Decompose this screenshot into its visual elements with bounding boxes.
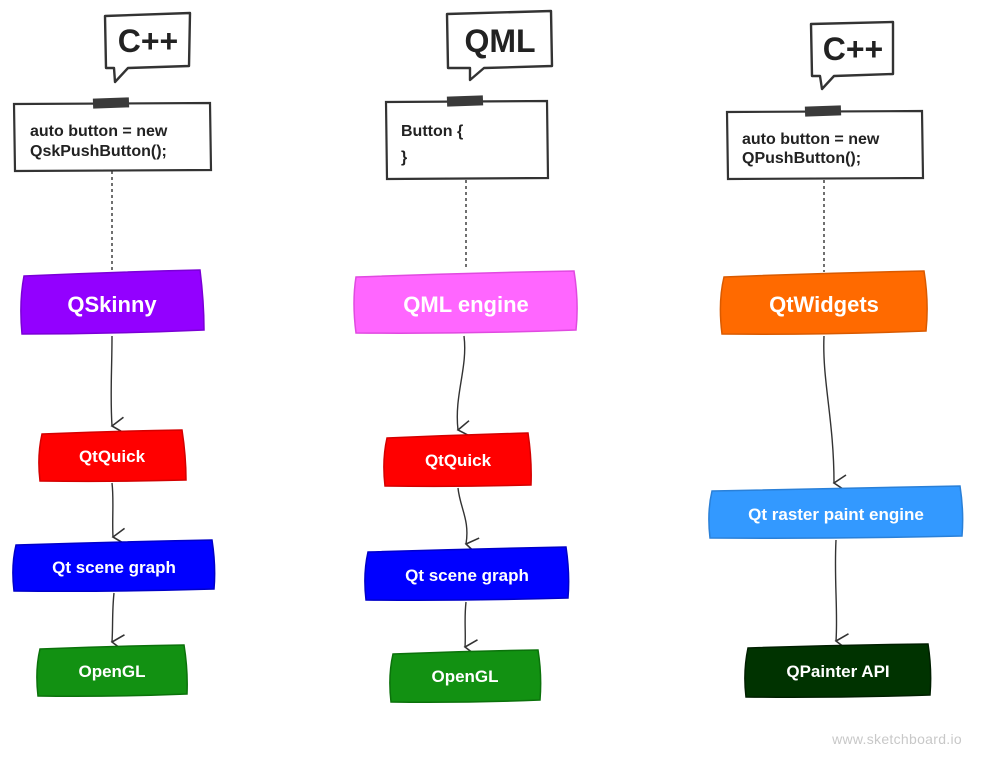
tape-strip: [446, 95, 484, 107]
code-line-2: QskPushButton();: [30, 143, 167, 160]
node-label: QML engine: [403, 292, 529, 317]
node-label: QSkinny: [67, 292, 157, 317]
layer-qt-scene-graph: Qt scene graph: [364, 546, 570, 601]
node-shape: [708, 485, 964, 539]
flow-arrow: [823, 335, 847, 492]
code-line-1: auto button = new: [30, 123, 168, 140]
layer-qtquick: QtQuick: [38, 429, 187, 483]
language-bubble: C++: [103, 11, 192, 84]
layer-opengl: OpenGL: [389, 649, 542, 703]
layer-qtquick: QtQuick: [383, 432, 532, 488]
flow-arrow: [834, 539, 849, 651]
node-shape: [36, 644, 188, 697]
code-line-1: Button {: [401, 123, 463, 140]
node-label: QtWidgets: [769, 292, 879, 317]
layer-opengl: OpenGL: [36, 644, 188, 697]
flow-arrow: [111, 482, 126, 546]
layer-qskinny: QSkinny: [20, 269, 205, 335]
column-qtwidgets: C++ auto button = new QPushButton(); QtW…: [708, 20, 964, 698]
node-label: OpenGL: [431, 667, 498, 686]
layer-qtwidgets: QtWidgets: [719, 270, 928, 335]
code-note: auto button = new QPushButton();: [725, 105, 925, 181]
node-label: QtQuick: [79, 447, 146, 466]
node-shape: [383, 432, 532, 488]
column-qskinny: C++ auto button = new QskPushButton(); Q…: [12, 11, 216, 697]
flow-arrow: [456, 335, 472, 438]
column-qml: QML Button { } QML engine QtQuick Qt sce…: [353, 9, 578, 703]
code-note: Button { }: [384, 95, 550, 181]
layer-qt-scene-graph: Qt scene graph: [12, 539, 216, 592]
bubble-label: QML: [464, 23, 535, 59]
node-label: Qt scene graph: [52, 558, 176, 577]
bubble-label: C++: [118, 23, 178, 59]
watermark: www.sketchboard.io: [832, 731, 962, 747]
bubble-label: C++: [823, 31, 883, 67]
flow-arrow: [457, 487, 480, 555]
language-bubble: QML: [445, 9, 554, 82]
node-label: OpenGL: [78, 662, 145, 681]
node-shape: [20, 269, 205, 335]
node-shape: [744, 643, 932, 698]
tape-strip: [92, 97, 130, 109]
node-shape: [389, 649, 542, 703]
code-line-1: auto button = new: [742, 131, 880, 148]
layer-qpainter-api: QPainter API: [744, 643, 932, 698]
tape-strip: [804, 105, 842, 117]
node-shape: [38, 429, 187, 483]
node-label: Qt raster paint engine: [748, 505, 924, 524]
node-shape: [353, 270, 578, 334]
node-shape: [364, 546, 570, 601]
node-label: QtQuick: [425, 451, 492, 470]
code-note: auto button = new QskPushButton();: [12, 97, 213, 173]
node-label: Qt scene graph: [405, 566, 529, 585]
flow-arrow: [110, 592, 125, 652]
node-shape: [719, 270, 928, 335]
node-label: QPainter API: [786, 662, 889, 681]
flow-arrow: [463, 601, 478, 657]
code-line-2: }: [401, 149, 407, 166]
layer-qt-raster-paint-engine: Qt raster paint engine: [708, 485, 964, 539]
flow-arrow: [110, 335, 125, 434]
language-bubble: C++: [809, 20, 895, 91]
code-line-2: QPushButton();: [742, 150, 861, 167]
layer-qml-engine: QML engine: [353, 270, 578, 334]
node-shape: [12, 539, 216, 592]
